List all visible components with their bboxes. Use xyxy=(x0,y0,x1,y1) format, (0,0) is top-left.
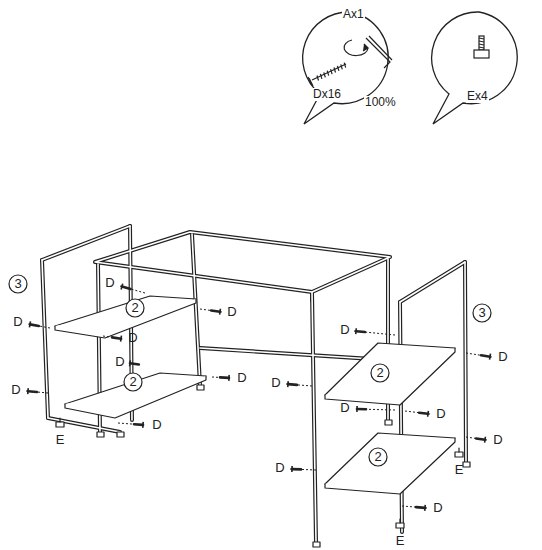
screw-head xyxy=(29,321,30,327)
callout-circle xyxy=(9,275,491,466)
screw xyxy=(476,438,485,439)
screw xyxy=(288,383,297,386)
screw-label: D xyxy=(271,376,280,390)
screw xyxy=(292,468,301,471)
callout-number: 2 xyxy=(131,301,138,315)
screw-label: D xyxy=(493,433,502,447)
callout-bubble: Ex4 xyxy=(424,6,536,130)
screw xyxy=(112,337,121,338)
screw-label: D xyxy=(105,276,114,290)
screw xyxy=(481,355,490,356)
tool-icon xyxy=(308,36,392,86)
screw-label: D xyxy=(340,323,349,337)
screw-path xyxy=(290,469,316,470)
screw xyxy=(416,506,425,509)
screw-label: D xyxy=(152,418,161,432)
shelf-board xyxy=(55,296,455,494)
quantity-text: Ex4 xyxy=(466,90,489,103)
screw xyxy=(28,390,37,393)
screw-head xyxy=(142,422,144,428)
screw xyxy=(130,363,139,364)
callout-number: 2 xyxy=(129,375,136,389)
screw xyxy=(356,330,365,333)
screw-head xyxy=(219,309,221,315)
screw xyxy=(419,413,428,414)
screw-head xyxy=(356,406,358,412)
screw-label: D xyxy=(340,401,349,415)
screw-head xyxy=(427,411,429,417)
screw-path xyxy=(103,336,123,339)
screw-head xyxy=(489,354,492,360)
screw-label: D xyxy=(13,315,22,329)
screw-label: D xyxy=(11,383,20,397)
bubble-outline xyxy=(290,6,412,130)
foot-icon xyxy=(56,418,463,528)
screw-label: D xyxy=(115,355,124,369)
screw-group xyxy=(26,284,492,511)
screw-head xyxy=(287,381,289,387)
screw-path xyxy=(28,324,50,328)
screw-label: D xyxy=(275,461,284,475)
leveling-foot xyxy=(97,385,470,547)
screw-label: D xyxy=(227,305,236,319)
screw-label: D xyxy=(498,350,507,364)
callout-number: 2 xyxy=(374,450,381,464)
screw-path xyxy=(26,391,48,393)
screw-head xyxy=(120,336,122,342)
callout-number: 3 xyxy=(14,277,21,291)
screw-label: D xyxy=(128,331,137,345)
screw xyxy=(357,408,366,411)
screw-path xyxy=(354,331,395,335)
screw-path xyxy=(118,423,145,425)
screw xyxy=(211,311,220,312)
screw-head xyxy=(355,328,357,334)
foot-label: E xyxy=(455,463,464,477)
quantity-text: Ax1 xyxy=(342,8,365,21)
callout-bubble: Ax1Dx16 100% xyxy=(290,6,412,130)
screw-path xyxy=(212,377,231,378)
screw-head xyxy=(484,437,486,443)
callout-number: 3 xyxy=(478,306,485,320)
screw-label: D xyxy=(433,501,442,515)
screw xyxy=(134,423,143,426)
foot-label: E xyxy=(56,433,65,447)
frame-outline xyxy=(42,226,466,542)
quantity-text: Dx16 xyxy=(312,88,342,101)
screw xyxy=(30,324,39,326)
quantity-text: 100% xyxy=(364,96,397,109)
screw-path xyxy=(286,384,312,386)
foot-icon xyxy=(474,36,489,58)
screw-path xyxy=(466,353,492,357)
screw xyxy=(220,376,229,379)
screw-head xyxy=(291,466,293,472)
screw-label: D xyxy=(436,407,445,421)
screw-path xyxy=(402,506,427,508)
screw xyxy=(122,287,131,289)
screw-head xyxy=(424,505,426,511)
screw-head xyxy=(129,360,131,366)
screw-path xyxy=(466,437,487,440)
screw-head xyxy=(121,284,123,290)
screw-path xyxy=(120,286,145,293)
screw-head xyxy=(27,388,29,394)
foot-label: E xyxy=(396,534,405,548)
screw-label: D xyxy=(237,371,246,385)
screw-path xyxy=(200,309,222,312)
callout-number: 2 xyxy=(376,366,383,380)
screw-path xyxy=(355,409,395,410)
screw-path xyxy=(405,411,430,414)
screw-head xyxy=(228,375,230,381)
bubble-outline xyxy=(424,6,536,130)
